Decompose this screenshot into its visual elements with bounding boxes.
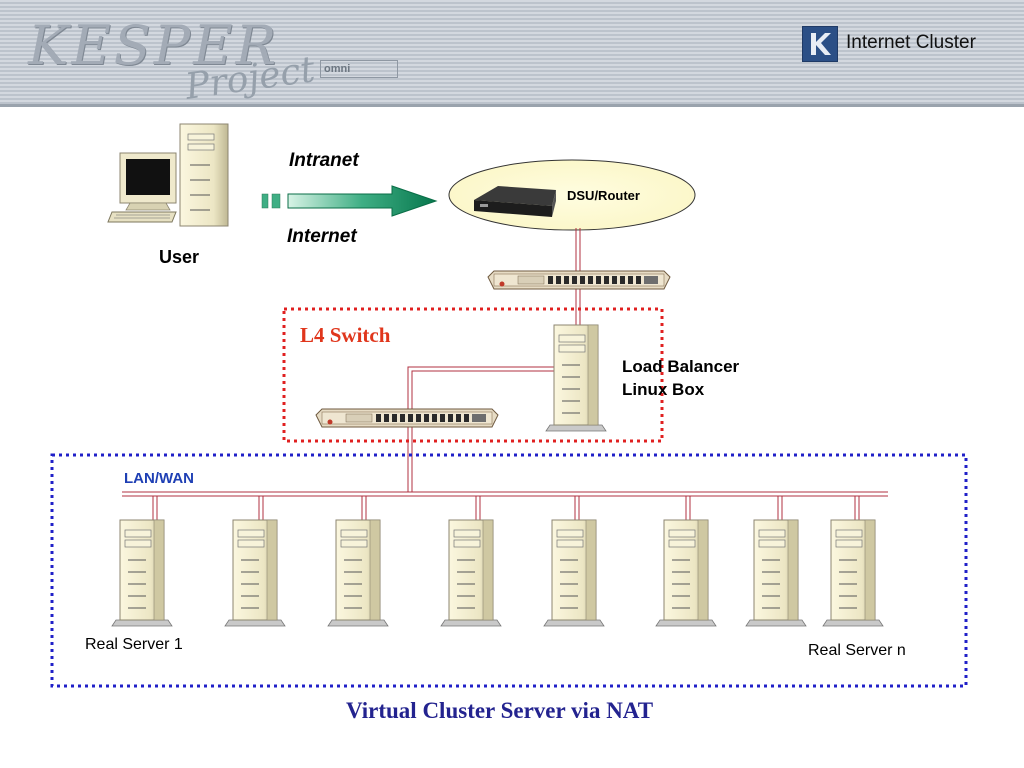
tower-server-icon [822,519,884,627]
router-label: DSU/Router [567,188,640,203]
header-divider [0,104,1024,107]
lan-wan-label: LAN/WAN [124,470,194,487]
network-links [122,228,888,521]
l4-switch-label: L4 Switch [300,323,391,347]
user-label: User [159,247,200,267]
logo-main-text: KESPER [28,14,280,77]
logo-badge: omni [320,60,398,78]
router-icon [474,186,556,217]
cluster-box [50,453,968,688]
real-server-first-label: Real Server 1 [85,636,183,653]
intranet-label: Intranet [289,150,359,171]
internet-label: Internet [287,226,357,247]
tower-server-icon [111,519,173,627]
tower-server-icon [655,519,717,627]
real-server-last-label: Real Server n [808,642,906,659]
tower-server-icon [224,519,286,627]
tower-server-icon [440,519,502,627]
tower-server-icon [327,519,389,627]
user-workstation-icon [107,123,229,227]
diagram-caption: Virtual Cluster Server via NAT [346,698,654,723]
network-switch-icon [487,270,671,290]
network-switch-icon [315,408,499,428]
brand-title: Internet Cluster [846,32,976,53]
arrow-right-icon [261,185,438,217]
k-logo-icon [802,26,838,62]
l4-switch-box [282,307,664,443]
tower-server-icon [545,324,607,432]
load-balancer-label: Load Balancer [622,357,740,376]
linux-box-label: Linux Box [622,380,705,399]
tower-server-icon [745,519,807,627]
tower-server-icon [543,519,605,627]
header-banner [0,0,1024,107]
